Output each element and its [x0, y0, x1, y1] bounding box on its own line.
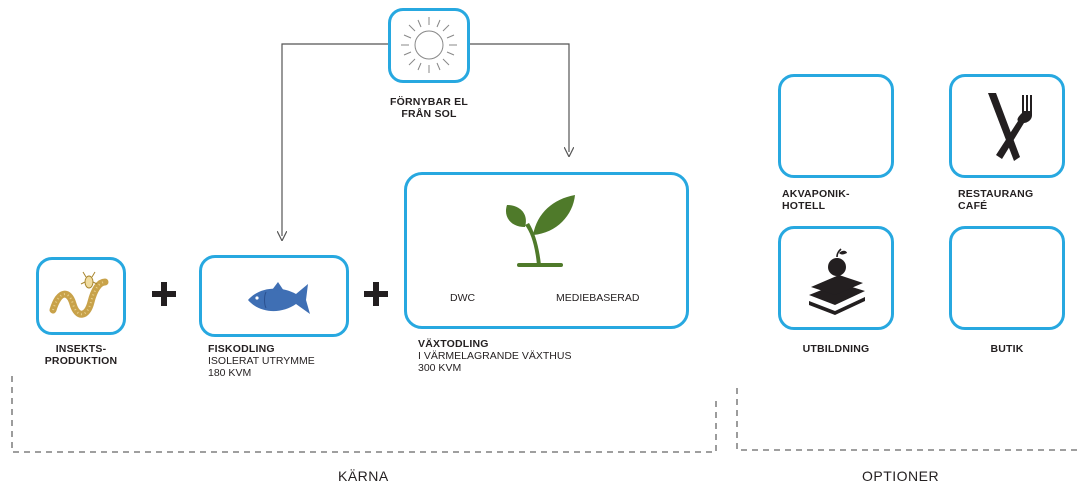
plant-title: VÄXTODLING [418, 338, 489, 350]
restaurant-label: RESTAURANG CAFÉ [958, 188, 1034, 212]
options-group-label: OPTIONER [862, 468, 940, 484]
education-box [778, 226, 894, 330]
sun-icon [401, 17, 457, 73]
sun-to-fish-arrow [282, 43, 388, 236]
plant-box: DWC MEDIEBASERAD [404, 172, 689, 329]
sun-to-plant-arrow [470, 43, 569, 152]
worm-icon [49, 271, 109, 318]
fish-title: FISKODLING [208, 343, 275, 355]
hotel-box [778, 74, 894, 178]
sun-label: FÖRNYBAR EL FRÅN SOL [389, 96, 469, 120]
books-apple-icon [809, 248, 865, 315]
fish-details: ISOLERAT UTRYMME 180 KVM [208, 355, 315, 379]
core-group-label: KÄRNA [338, 468, 389, 484]
plus-icon [364, 282, 388, 306]
education-label: UTBILDNING [802, 343, 870, 355]
core-bracket [11, 376, 717, 453]
cutlery-icon [988, 93, 1032, 161]
restaurant-box [949, 74, 1065, 178]
shop-label: BUTIK [990, 343, 1024, 355]
insect-box [36, 257, 126, 335]
plant-dwc-label: DWC [450, 292, 476, 304]
fish-icon [248, 282, 310, 314]
plant-mediebaserad-label: MEDIEBASERAD [556, 292, 640, 304]
plus-icon [152, 282, 176, 306]
insect-label: INSEKTS- PRODUKTION [44, 343, 118, 367]
hotel-label: AKVAPONIK- HOTELL [782, 188, 850, 212]
shop-box [949, 226, 1065, 330]
sun-box [388, 8, 470, 83]
options-bracket [736, 388, 1082, 451]
fish-box [199, 255, 349, 337]
sprout-icon [505, 195, 575, 267]
plant-details: I VÄRMELAGRANDE VÄXTHUS 300 KVM [418, 350, 572, 374]
